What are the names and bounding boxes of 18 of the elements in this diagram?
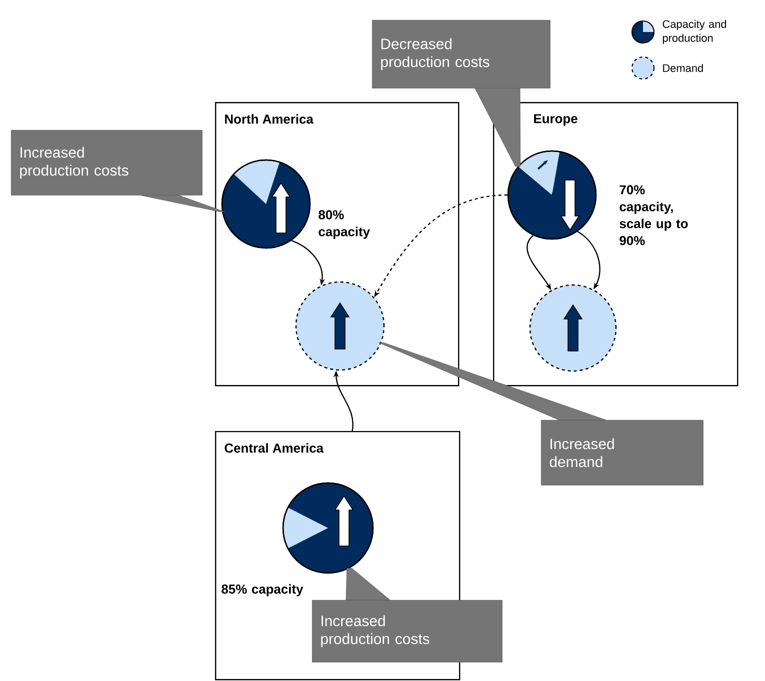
callout-pointer (346, 568, 390, 600)
callout-pointer (474, 88, 521, 167)
capacity-label: 85% capacity (222, 584, 304, 596)
callout-pointer (140, 195, 225, 212)
demand-circle (529, 284, 617, 372)
callout-box: Increased production costs (312, 600, 502, 662)
legend-label: Capacity and production (662, 20, 726, 44)
pie-chart (282, 482, 374, 574)
capacity-label: 70% capacity, scale up to 90% (620, 185, 688, 246)
demand-circle (295, 281, 385, 371)
legend-label: Demand (663, 64, 703, 72)
pie-chart (221, 159, 311, 249)
capacity-label: 80% capacity (318, 210, 370, 239)
pie-chart (507, 150, 597, 240)
callout-box: Increased demand (541, 420, 704, 486)
callout-pointer (378, 342, 606, 420)
callout-box: Decreased production costs (372, 20, 550, 88)
callout-box: Increased production costs (11, 130, 202, 196)
